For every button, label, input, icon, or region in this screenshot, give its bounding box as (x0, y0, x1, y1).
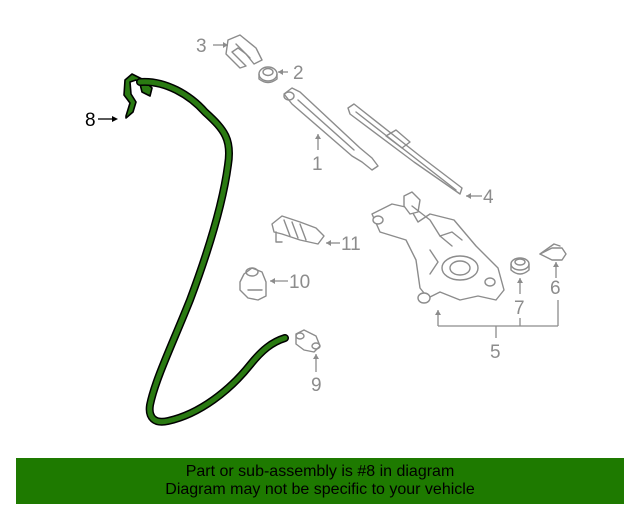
info-banner: Part or sub-assembly is #8 in diagram Di… (16, 458, 624, 504)
leader-lines (98, 42, 559, 372)
callout-6: 6 (550, 278, 561, 299)
callout-1: 1 (312, 154, 323, 175)
banner-line-part: Part or sub-assembly is #8 in diagram (185, 463, 455, 480)
clip-part-3[interactable] (225, 34, 263, 69)
wiper-motor-part-5[interactable] (371, 191, 505, 304)
banner-line-disclaimer: Diagram may not be specific to your vehi… (165, 481, 475, 498)
callout-10: 10 (289, 272, 310, 293)
callout-8: 8 (85, 110, 96, 131)
wiper-arm-part-1[interactable] (283, 87, 379, 171)
nozzle-part-10[interactable] (239, 267, 267, 301)
parts-diagram: 3 2 1 4 11 10 9 7 6 5 8 (85, 34, 567, 426)
grommet-part-7[interactable] (510, 257, 530, 275)
connector-part-11[interactable] (271, 215, 325, 245)
callout-7: 7 (514, 298, 525, 319)
callout-11: 11 (341, 234, 361, 255)
washer-hose-part-8[interactable] (123, 73, 289, 426)
callout-3: 3 (196, 36, 207, 57)
callout-9: 9 (311, 375, 322, 396)
bolt-part-6[interactable] (539, 243, 567, 261)
callout-2: 2 (293, 63, 304, 84)
check-valve-part-9[interactable] (295, 329, 321, 353)
wiper-blade-part-4[interactable] (347, 103, 463, 195)
callout-5: 5 (490, 342, 501, 363)
callout-4: 4 (483, 187, 494, 208)
nut-part-2[interactable] (258, 66, 278, 84)
